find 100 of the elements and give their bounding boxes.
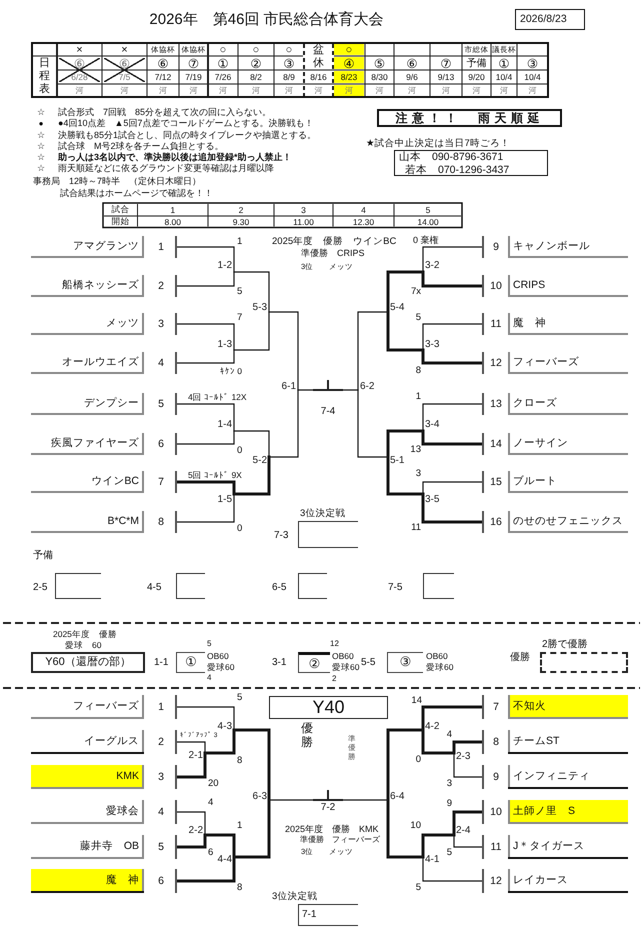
table-cell-text: 12.30: [352, 217, 376, 226]
match-number: 6-3: [250, 790, 269, 804]
score-label: 10: [410, 820, 421, 832]
seed-number: 6: [158, 874, 164, 888]
table-cell-text: 2: [238, 204, 244, 215]
seed-number: 10: [490, 280, 502, 292]
match-number: 3-3: [423, 338, 442, 352]
table-cell: ○: [334, 44, 364, 55]
division-title-box: Y40: [269, 696, 388, 719]
bracket-line: [176, 323, 235, 351]
table-cell-text: 河: [374, 85, 384, 96]
table-cell-text: 4: [360, 204, 367, 215]
team-name: チームST: [513, 734, 560, 748]
seed-number: 6: [158, 438, 164, 450]
bracket-line: [176, 271, 235, 287]
bracket-line: [422, 323, 483, 351]
bracket-line: [386, 430, 424, 458]
match-number: 2-5: [33, 580, 48, 594]
match-number: 1-2: [216, 259, 234, 273]
bullet-mark: ☆: [36, 130, 46, 140]
table-cell-text: 9.30: [232, 217, 250, 226]
team-name: フィーバーズ: [513, 356, 579, 368]
bullet-mark: ●: [38, 118, 44, 128]
table-cell-text: ①: [216, 57, 230, 69]
match-number: 5-3: [250, 301, 269, 315]
note-text: 試合形式 7回戦 85分を超えて次の回に入らない。: [58, 106, 272, 118]
table-cell-text: 10/4: [523, 71, 542, 83]
match-number: 1-3: [216, 338, 234, 352]
seed-number: 5: [158, 398, 164, 410]
note-heading: 2勝で優勝: [542, 638, 588, 650]
table-cell-text: 日程表: [38, 57, 51, 96]
team-name: 疾風ファイヤーズ: [51, 436, 139, 450]
table-cell-text: ②: [249, 57, 263, 69]
bracket-line: [422, 706, 484, 732]
score-label: 1: [237, 236, 242, 248]
match-box: 7-1: [298, 904, 358, 926]
table-cell-text: 9/6: [405, 71, 419, 83]
bracket-line: [453, 752, 483, 778]
team-name: クローズ: [513, 396, 557, 410]
team-name: 藤井寺 OB: [80, 840, 139, 852]
result-note: 愛球 60: [65, 640, 102, 650]
score-label: 2: [332, 674, 336, 684]
table-cell-text: 8.00: [163, 217, 182, 226]
bracket-line: [233, 311, 270, 351]
bullet-mark: ☆: [36, 140, 46, 152]
table-cell-text: 河: [218, 85, 228, 96]
match-number: 4-3: [216, 720, 234, 734]
team-name: 魔 神: [106, 874, 139, 886]
score-label: 4回 ｺｰﾙﾄﾞ 12X: [188, 392, 247, 402]
seed-number: 1: [158, 700, 164, 714]
bracket-line: [204, 834, 236, 858]
match-number: 7-3: [274, 528, 288, 542]
table-cell-text: 河: [188, 85, 198, 96]
bracket-line: [176, 246, 235, 273]
bullet-mark: ☆: [36, 152, 46, 162]
score-label: 6: [208, 847, 214, 859]
seed-number: 7: [493, 700, 499, 714]
table-cell-text: 試合: [110, 204, 130, 215]
team-name: ブルート: [513, 474, 557, 488]
table-cell-text: 9/13: [436, 71, 456, 83]
result-note: 2025年度 優勝 KMK: [285, 824, 379, 834]
seed-number: 13: [490, 398, 502, 410]
seed-number: 3: [158, 318, 164, 330]
team-name: 土師ノ里 S: [513, 804, 576, 818]
match-number: 5-4: [388, 301, 406, 315]
match-number: 7-5: [388, 580, 402, 594]
score-label: 7x: [410, 286, 421, 298]
date-box: 2026/8/23: [515, 9, 585, 30]
bracket-line: [357, 311, 389, 391]
table-cell: 河: [334, 85, 364, 96]
team-name: 魔 神: [513, 316, 546, 330]
team-name: デンプシー: [84, 396, 139, 410]
table-cell-text: 河: [528, 85, 538, 96]
bracket-line: [422, 834, 456, 858]
team-name: 船橋ネッシーズ: [62, 278, 139, 292]
score-label: 12: [330, 639, 339, 649]
match-number: 2-3: [454, 750, 472, 764]
bracket-line: [176, 856, 236, 882]
seed-number: 4: [158, 806, 164, 818]
table-cell-text: 河: [120, 85, 130, 96]
table-cell-text: 7/5: [118, 71, 132, 83]
table-cell-text: 14.00: [416, 217, 440, 226]
bullet-mark: ☆: [36, 106, 46, 118]
score-label: 5回 ｺｰﾙﾄﾞ 9X: [188, 470, 242, 480]
bracket-line: [176, 834, 206, 848]
score-label: 14: [411, 695, 422, 707]
team-name: イーグルス: [84, 734, 139, 748]
score-label: 20: [208, 778, 219, 790]
score-label: 8: [416, 365, 421, 377]
match-heading: 3位決定戦: [300, 508, 346, 520]
score-label: 0: [237, 445, 242, 457]
seed-number: 16: [490, 516, 502, 528]
seed-number: 8: [158, 516, 164, 528]
score-label: 3: [416, 468, 421, 480]
table-cell-text: 8/30: [370, 71, 389, 83]
team-name: インフィニティ: [513, 770, 590, 782]
field-label: 優勝: [510, 650, 530, 664]
bracket-line: [268, 799, 314, 801]
score-label: 5: [207, 639, 212, 649]
score-label: 1: [237, 820, 242, 832]
